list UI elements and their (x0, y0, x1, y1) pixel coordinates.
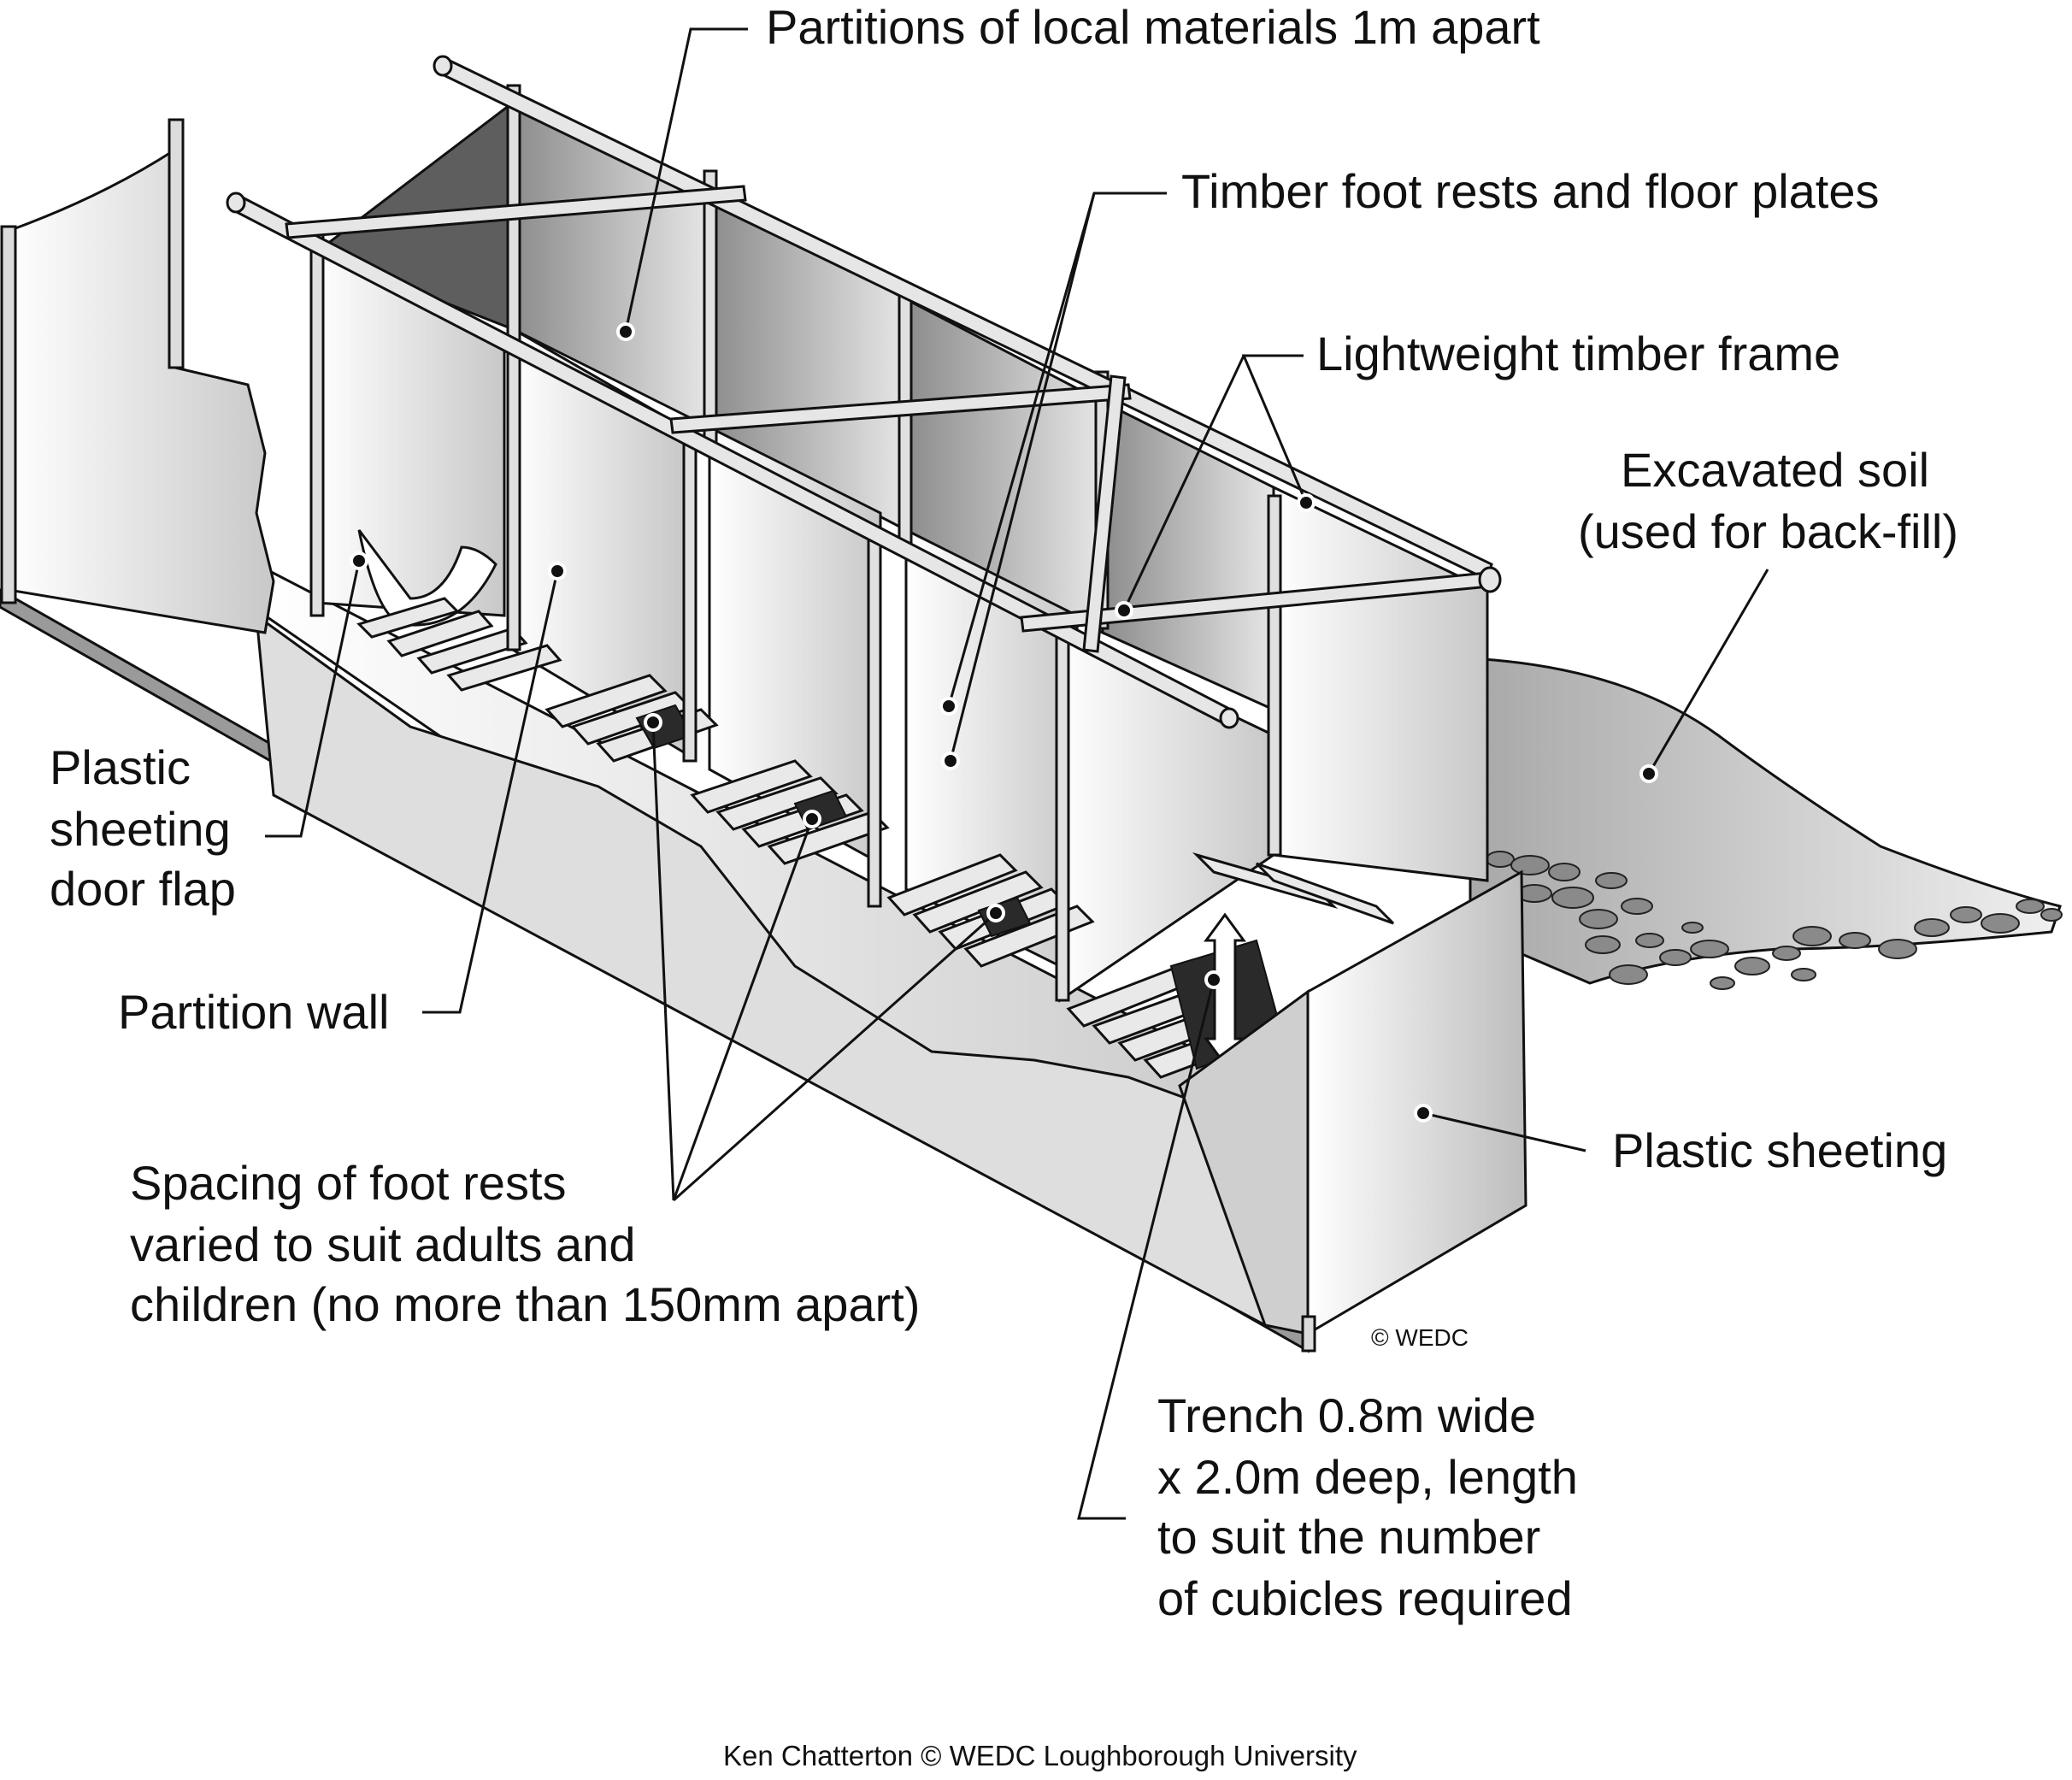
frame-posts (309, 84, 1282, 1002)
excavated-soil (1469, 657, 2062, 985)
label-trench-3: to suit the number (1157, 1510, 1541, 1564)
label-timber-frame: Lightweight timber frame (1316, 327, 1841, 380)
label-partition-wall: Partition wall (118, 985, 390, 1039)
label-spacing-2: varied to suit adults and (130, 1217, 636, 1271)
label-partitions: Partitions of local materials 1m apart (766, 0, 1540, 54)
leader-dots (350, 322, 1658, 1123)
label-timber-foot-rests: Timber foot rests and floor plates (1181, 164, 1880, 218)
label-trench-1: Trench 0.8m wide (1157, 1388, 1536, 1442)
credit-line: Ken Chatterton © WEDC Loughborough Unive… (723, 1740, 1357, 1771)
leader-lines (265, 27, 1769, 1520)
left-back-post (168, 118, 185, 369)
label-spacing-1: Spacing of foot rests (130, 1156, 567, 1210)
left-post (0, 225, 17, 604)
label-door-flap-2: sheeting (50, 802, 231, 856)
copyright-mark: © WEDC (1371, 1324, 1469, 1351)
stones (1486, 851, 2063, 990)
label-excavated-soil-2: (used for back-fill) (1578, 504, 1959, 558)
label-plastic-sheeting: Plastic sheeting (1612, 1123, 1948, 1177)
label-door-flap-1: Plastic (50, 740, 191, 794)
front-post (1301, 1315, 1316, 1353)
label-spacing-3: children (no more than 150mm apart) (130, 1277, 921, 1331)
label-door-flap-3: door flap (50, 862, 236, 916)
label-trench-4: of cubicles required (1157, 1571, 1573, 1625)
left-end-panel (7, 147, 275, 634)
label-trench-2: x 2.0m deep, length (1157, 1450, 1578, 1504)
front-end-sheeting (1306, 869, 1528, 1336)
door-flap (357, 529, 497, 627)
label-excavated-soil-1: Excavated soil (1621, 443, 1930, 497)
